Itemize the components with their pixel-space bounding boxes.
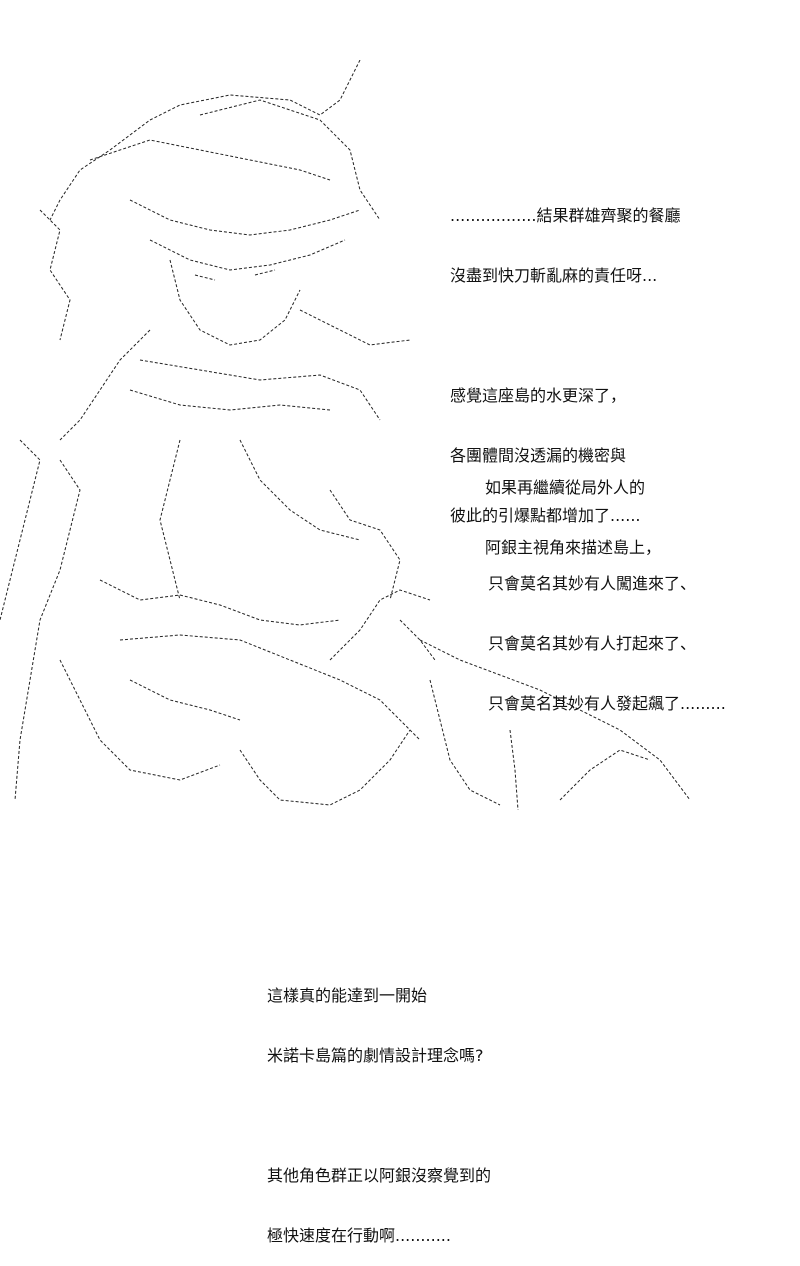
ascii-art-figure: [0, 60, 800, 820]
ascii-art-figure-icon: [0, 60, 691, 811]
narration-line: 如果再繼續從局外人的: [485, 478, 646, 497]
narration-right-middle: 如果再繼續從局外人的 阿銀主視角來描述島上，: [485, 438, 661, 578]
narration-bottom-center: 這樣真的能達到一開始 米諾卡島篇的劇情設計理念嗎? 其他角色群正以阿銀沒察覺到的…: [267, 946, 491, 1266]
narration-line: 極快速度在行動啊...........: [267, 1226, 451, 1245]
narration-right-lower: 只會莫名其妙有人闖進來了、 只會莫名其妙有人打起來了、 只會莫名其妙有人發起飆了…: [488, 534, 726, 734]
narration-line: 感覺這座島的水更深了，: [450, 386, 627, 405]
narration-line: 其他角色群正以阿銀沒察覺到的: [267, 1166, 492, 1185]
narration-line: 只會莫名其妙有人闖進來了、: [488, 574, 697, 593]
narration-line: 只會莫名其妙有人打起來了、: [488, 634, 697, 653]
narration-line: 沒盡到快刀斬亂麻的責任呀...: [450, 266, 658, 285]
narration-line: 米諾卡島篇的劇情設計理念嗎?: [267, 1046, 484, 1065]
narration-gap: [267, 1106, 491, 1126]
narration-line: 彼此的引爆點都增加了......: [450, 506, 641, 525]
narration-line: 各團體間沒透漏的機密與: [450, 446, 627, 465]
narration-line: 阿銀主視角來描述島上，: [485, 538, 662, 557]
narration-line: 這樣真的能達到一開始: [267, 986, 428, 1005]
narration-right-top: .................結果群雄齊聚的餐廳 沒盡到快刀斬亂麻的責任呀.…: [450, 166, 680, 546]
narration-line: .................結果群雄齊聚的餐廳: [450, 206, 681, 225]
narration-line: 只會莫名其妙有人發起飆了.........: [488, 694, 726, 713]
narration-gap: [450, 326, 680, 346]
